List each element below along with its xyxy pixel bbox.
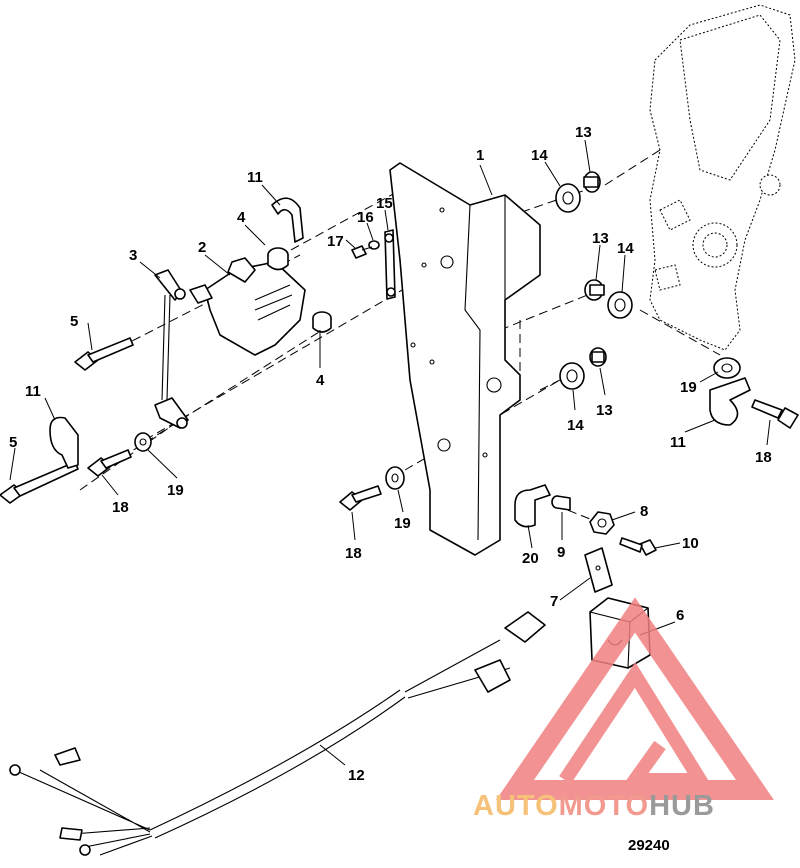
callout-1: 1 <box>476 147 484 164</box>
short-bolt-right <box>751 399 799 429</box>
callout-4-upper: 4 <box>237 209 246 226</box>
control-module <box>189 257 306 356</box>
callout-3: 3 <box>129 247 137 264</box>
leader-lines <box>9 139 771 766</box>
callout-5-upper: 5 <box>70 313 78 330</box>
bolt-10 <box>619 537 657 556</box>
wiring-harness-12 <box>9 611 546 856</box>
p-clamp-left <box>49 416 79 469</box>
grommet-14-top <box>555 183 581 213</box>
callout-18-right: 18 <box>755 449 772 466</box>
mounting-bracket <box>389 162 541 556</box>
link-rod <box>154 269 189 429</box>
bracket-7 <box>584 547 613 593</box>
callout-13-mid: 13 <box>592 230 609 247</box>
callout-19-left: 19 <box>167 482 184 499</box>
clip-20 <box>514 484 551 528</box>
callout-11-upper: 11 <box>247 169 263 186</box>
callout-16: 16 <box>357 209 374 226</box>
callout-10: 10 <box>682 535 699 552</box>
callout-13-top: 13 <box>575 124 592 141</box>
callout-labels: 1 2 3 4 4 5 5 6 7 8 9 10 11 11 11 12 13 … <box>9 124 772 784</box>
long-bolt-upper <box>74 337 134 371</box>
callout-17: 17 <box>327 233 344 250</box>
grommet-14-mid <box>607 291 633 319</box>
watermark-moto: MOTO <box>559 790 649 822</box>
callout-4-lower: 4 <box>316 372 325 389</box>
watermark-text: AUTOMOTOHUB <box>473 790 715 822</box>
figure-id: 29240 <box>628 837 670 854</box>
pin-9 <box>551 495 571 511</box>
callout-11-right: 11 <box>670 434 686 451</box>
watermark-hub: HUB <box>649 790 715 822</box>
spacer-lower <box>312 311 332 333</box>
callout-13-low: 13 <box>596 402 613 419</box>
short-bolt-center <box>339 485 382 511</box>
callout-5-lower: 5 <box>9 434 17 451</box>
long-bolt-lower <box>0 461 79 504</box>
watermark-auto: AUTO <box>473 790 559 822</box>
p-clamp-upper <box>271 197 304 243</box>
short-bolt-left <box>87 449 132 477</box>
callout-14-low: 14 <box>567 417 584 434</box>
callout-9: 9 <box>557 544 565 561</box>
link-15 <box>384 229 396 300</box>
callout-6: 6 <box>676 607 684 624</box>
spacer-upper <box>267 247 289 271</box>
engine-cover-outline <box>649 4 796 351</box>
screw-17 <box>351 245 373 259</box>
callout-14-top: 14 <box>531 147 548 164</box>
callout-18-left: 18 <box>112 499 129 516</box>
callout-19-center: 19 <box>394 515 411 532</box>
callout-11-left: 11 <box>25 383 41 400</box>
grommet-14-low <box>559 362 585 390</box>
svg-text:AUTOMOTOHUB: AUTOMOTOHUB <box>473 790 715 822</box>
bushing-13-top <box>583 171 601 193</box>
bushing-13-mid <box>584 279 605 301</box>
nut-8 <box>589 511 615 535</box>
callout-12: 12 <box>348 767 365 784</box>
bushing-13-low <box>589 347 607 367</box>
washer-19-right <box>713 357 741 379</box>
watermark-logo <box>496 597 774 800</box>
callout-19-right: 19 <box>680 379 697 396</box>
callout-2: 2 <box>198 239 206 256</box>
callout-14-mid: 14 <box>617 240 634 257</box>
callout-7: 7 <box>550 593 558 610</box>
washer-19-center <box>385 466 405 490</box>
callout-15: 15 <box>376 195 393 212</box>
callout-8: 8 <box>640 503 648 520</box>
p-clamp-right <box>709 377 751 426</box>
callout-20: 20 <box>522 550 539 567</box>
callout-18-center: 18 <box>345 545 362 562</box>
washer-19-left <box>134 432 152 452</box>
